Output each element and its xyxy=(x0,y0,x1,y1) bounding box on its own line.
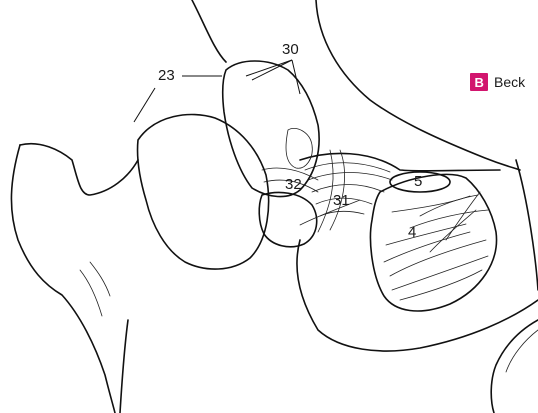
label-23: 23 xyxy=(158,67,175,84)
label-4: 4 xyxy=(408,224,416,241)
label-31: 31 xyxy=(333,192,350,209)
obturator-foramen xyxy=(371,174,497,311)
label-5: 5 xyxy=(414,173,422,190)
ligament-31 xyxy=(300,150,500,232)
svg-text:B: B xyxy=(475,75,484,90)
figure-badge: B xyxy=(470,73,488,91)
pubic-ramus-inner xyxy=(506,330,538,372)
figure-caption: Beck xyxy=(494,74,526,90)
label-32: 32 xyxy=(285,176,302,193)
pubic-ramus-curve xyxy=(491,320,538,413)
femur xyxy=(11,144,138,413)
label-30: 30 xyxy=(282,41,299,58)
acetabulum-30 xyxy=(223,61,319,197)
